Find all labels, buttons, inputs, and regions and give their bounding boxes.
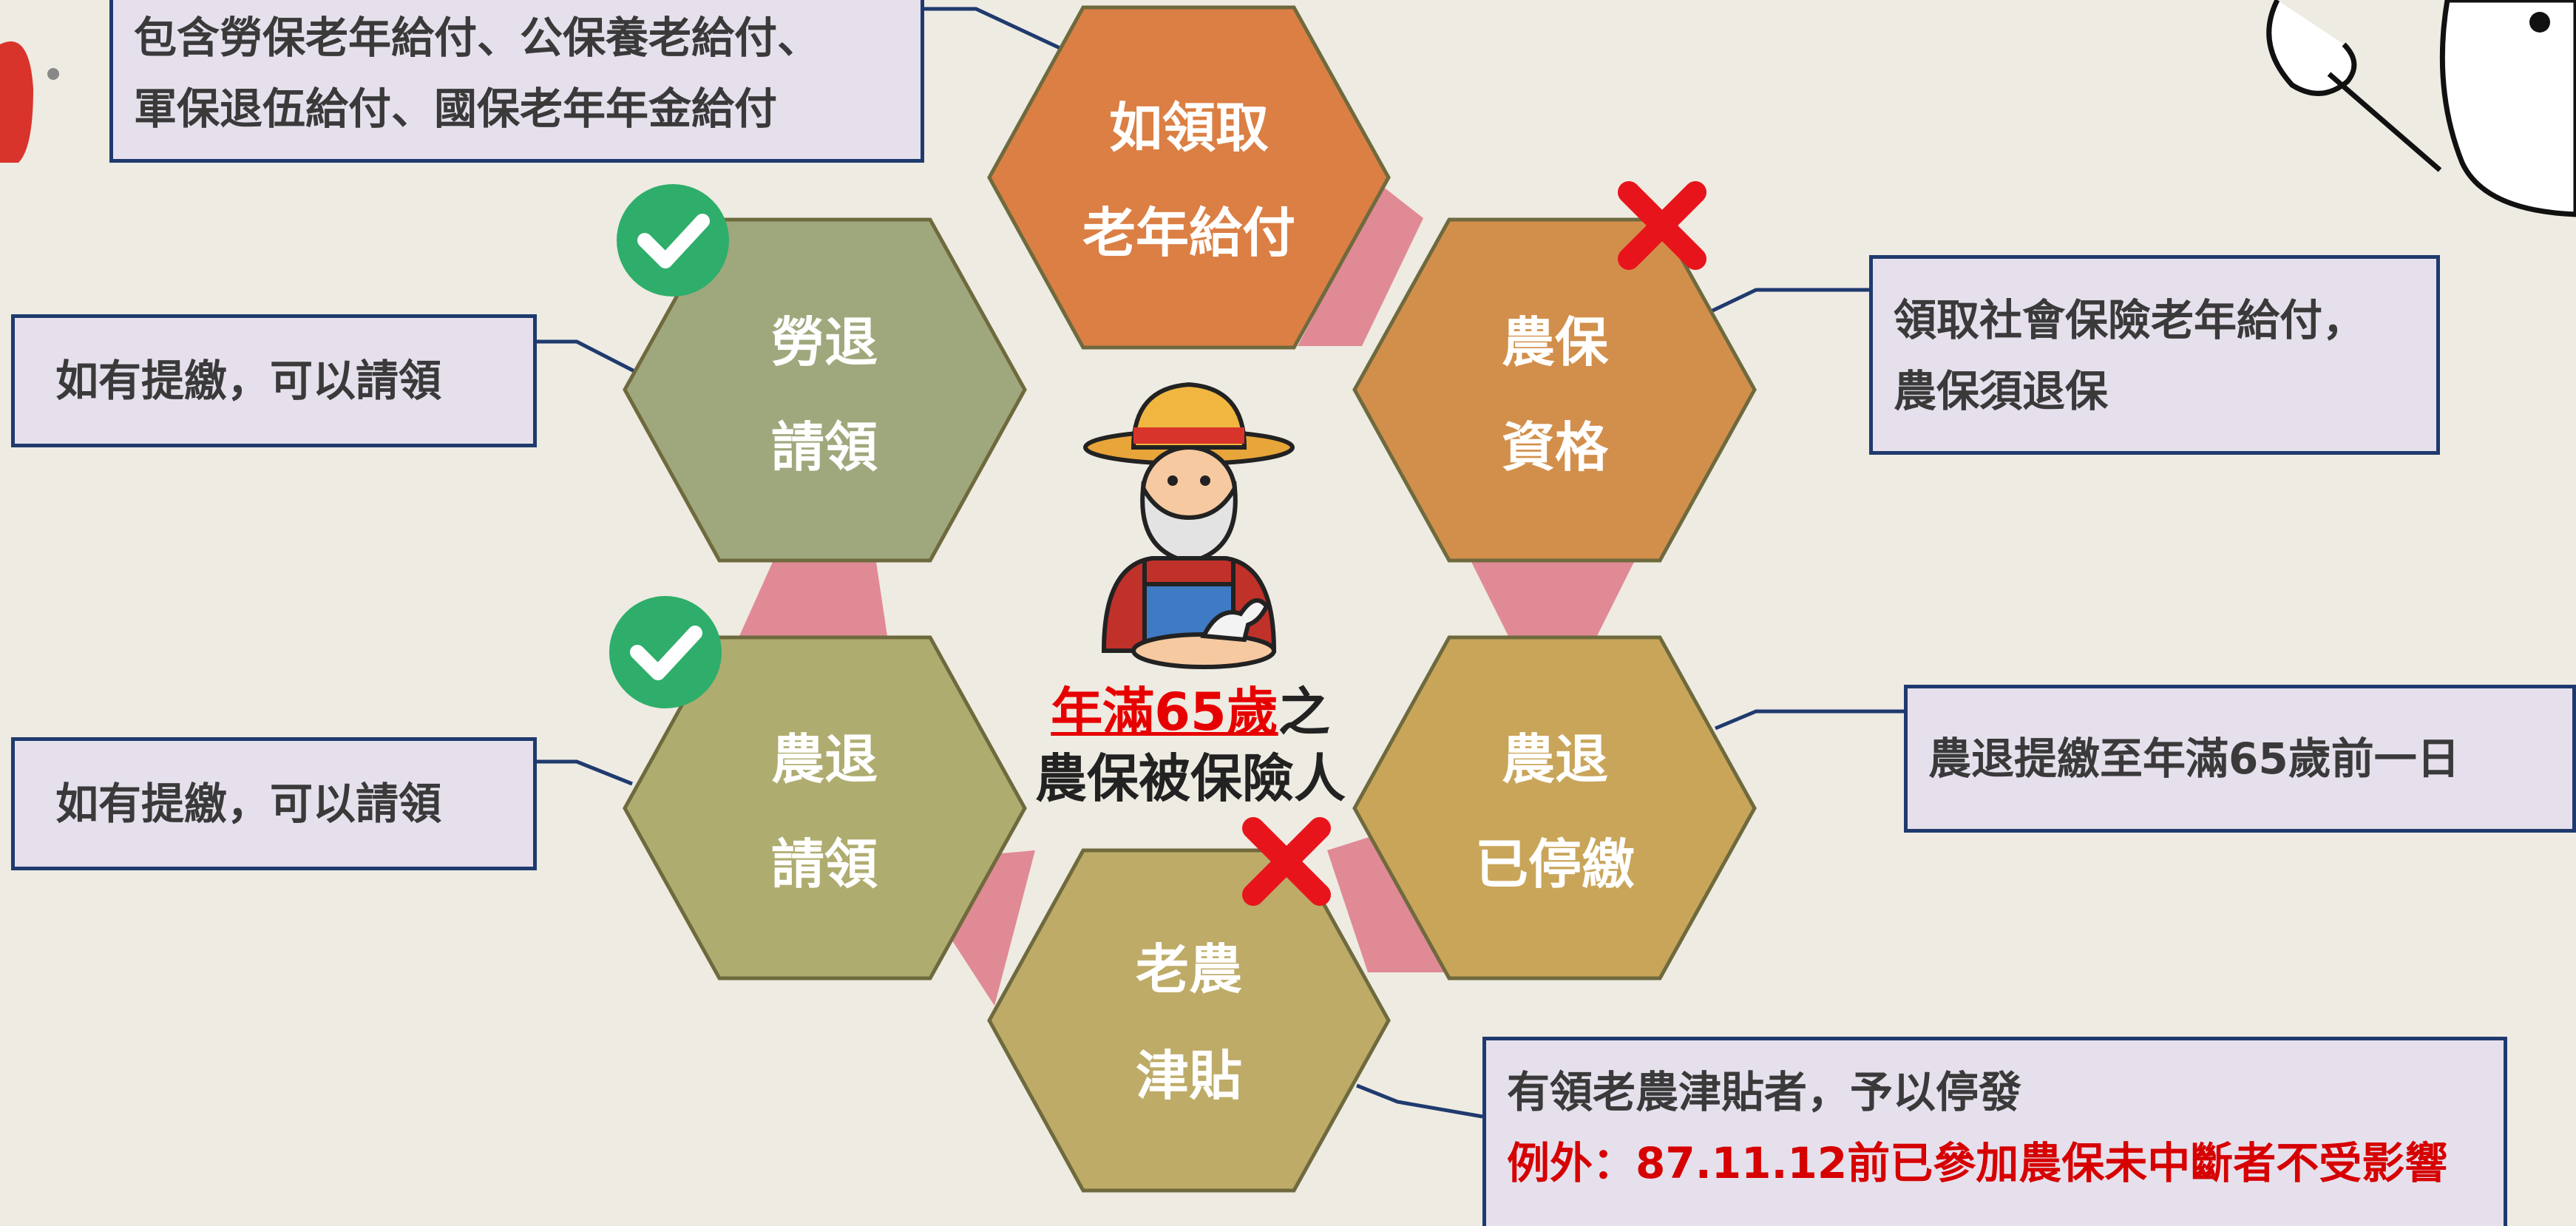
red-figure-decoration: [0, 41, 59, 163]
hex-elderly-farmer-allowance-line2: 津貼: [1136, 1045, 1242, 1107]
hex-farmer-pension-stopped-line1: 農退: [1502, 728, 1608, 790]
callout-farmer-insurance-line2: 農保須退保: [1894, 366, 2109, 416]
hex-labor-pension-line2: 請領: [771, 416, 878, 478]
pointing-character-decoration: [2266, 0, 2576, 217]
hex-labor-pension: 勞退 請領: [623, 217, 1027, 563]
callout-elderly-allowance: 有領老農津貼者，予以停發 例外：87.11.12前已參加農保未中斷者不受影響: [1482, 1037, 2507, 1226]
connector-bottom-right: [1327, 828, 1445, 972]
hex-farmer-insurance-line2: 資格: [1502, 416, 1609, 478]
leader-farmer-pension-stopped: [1715, 709, 1904, 731]
callout-elderly-allowance-exception: 例外：87.11.12前已參加農保未中斷者不受影響: [1507, 1138, 2448, 1188]
callout-top-left: 包含勞保老年給付、公保養老給付、 軍保退伍給付、國保老年年金給付: [109, 0, 924, 163]
leader-farmer-insurance: [1706, 288, 1869, 315]
leader-lines: [537, 7, 1904, 1119]
callout-top-left-line1: 包含勞保老年給付、公保養老給付、: [134, 13, 821, 63]
cross-icon: [1618, 181, 1706, 270]
center-connector: 之: [1278, 682, 1330, 742]
center-age-text: 年滿65歲: [1051, 682, 1278, 742]
hex-farmer-insurance-shape: [1352, 217, 1757, 563]
hex-farmer-insurance: 農保 資格: [1352, 217, 1757, 563]
hex-farmer-pension-stopped: 農退 已停繳: [1352, 635, 1757, 981]
hex-farmer-pension-claim-line1: 農退: [771, 728, 878, 790]
hex-farmer-pension-stopped-line2: 已停繳: [1475, 833, 1635, 895]
callout-farmer-pension-text: 如有提繳，可以請領: [55, 779, 442, 829]
connector-left: [739, 562, 887, 636]
callout-farmer-pension-stopped-text: 農退提繳至年滿65歲前一日: [1928, 734, 2460, 784]
callout-farmer-insurance: 領取社會保險老年給付， 農保須退保: [1869, 255, 2440, 455]
hex-elderly-benefit-shape: [987, 5, 1391, 350]
connector-right: [1471, 562, 1634, 636]
callout-farmer-pension-stopped: 農退提繳至年滿65歲前一日: [1904, 685, 2576, 833]
center-subject: 農保被保險人: [1035, 748, 1346, 809]
hex-labor-pension-line1: 勞退: [771, 311, 878, 373]
callout-labor-pension: 如有提繳，可以請領: [11, 314, 537, 447]
connector-triangles: [739, 186, 1634, 1006]
hex-farmer-pension-claim: 農退 請領: [623, 635, 1027, 981]
connector-top-right: [1298, 186, 1423, 346]
leader-labor-pension: [537, 339, 636, 373]
hex-elderly-farmer-allowance-shape: [987, 848, 1391, 1193]
leader-top-left: [924, 7, 1066, 53]
hex-elderly-benefit: 如領取 老年給付: [987, 5, 1391, 350]
callout-labor-pension-text: 如有提繳，可以請領: [55, 356, 442, 406]
hex-farmer-pension-claim-line2: 請領: [771, 833, 878, 895]
callout-farmer-insurance-line1: 領取社會保險老年給付，: [1894, 295, 2366, 345]
check-icon: [617, 184, 729, 297]
hex-farmer-pension-stopped-shape: [1352, 635, 1757, 981]
hex-elderly-benefit-line1: 如領取: [1109, 97, 1269, 159]
hexagons: 如領取 老年給付 農保 資格 勞退 請領 農退 請領 農退 已停繳 老農 津貼: [623, 5, 1757, 1193]
hex-elderly-farmer-allowance: 老農 津貼: [987, 848, 1391, 1193]
hex-elderly-benefit-line2: 老年給付: [1082, 202, 1295, 264]
check-icon: [609, 596, 722, 708]
hex-elderly-farmer-allowance-line1: 老農: [1136, 938, 1242, 1000]
farmer-icon: [1083, 382, 1295, 669]
cross-icon: [1242, 817, 1331, 906]
leader-elderly-allowance: [1356, 1083, 1483, 1119]
callout-top-left-line2: 軍保退伍給付、國保老年年金給付: [134, 84, 778, 134]
callout-farmer-pension: 如有提繳，可以請領: [11, 737, 537, 870]
leader-farmer-pension: [537, 759, 633, 786]
callout-elderly-allowance-line1: 有領老農津貼者，予以停發: [1507, 1067, 2022, 1117]
center-label: 年滿65歲之 農保被保險人: [1006, 679, 1375, 812]
hex-farmer-insurance-line1: 農保: [1502, 311, 1609, 373]
